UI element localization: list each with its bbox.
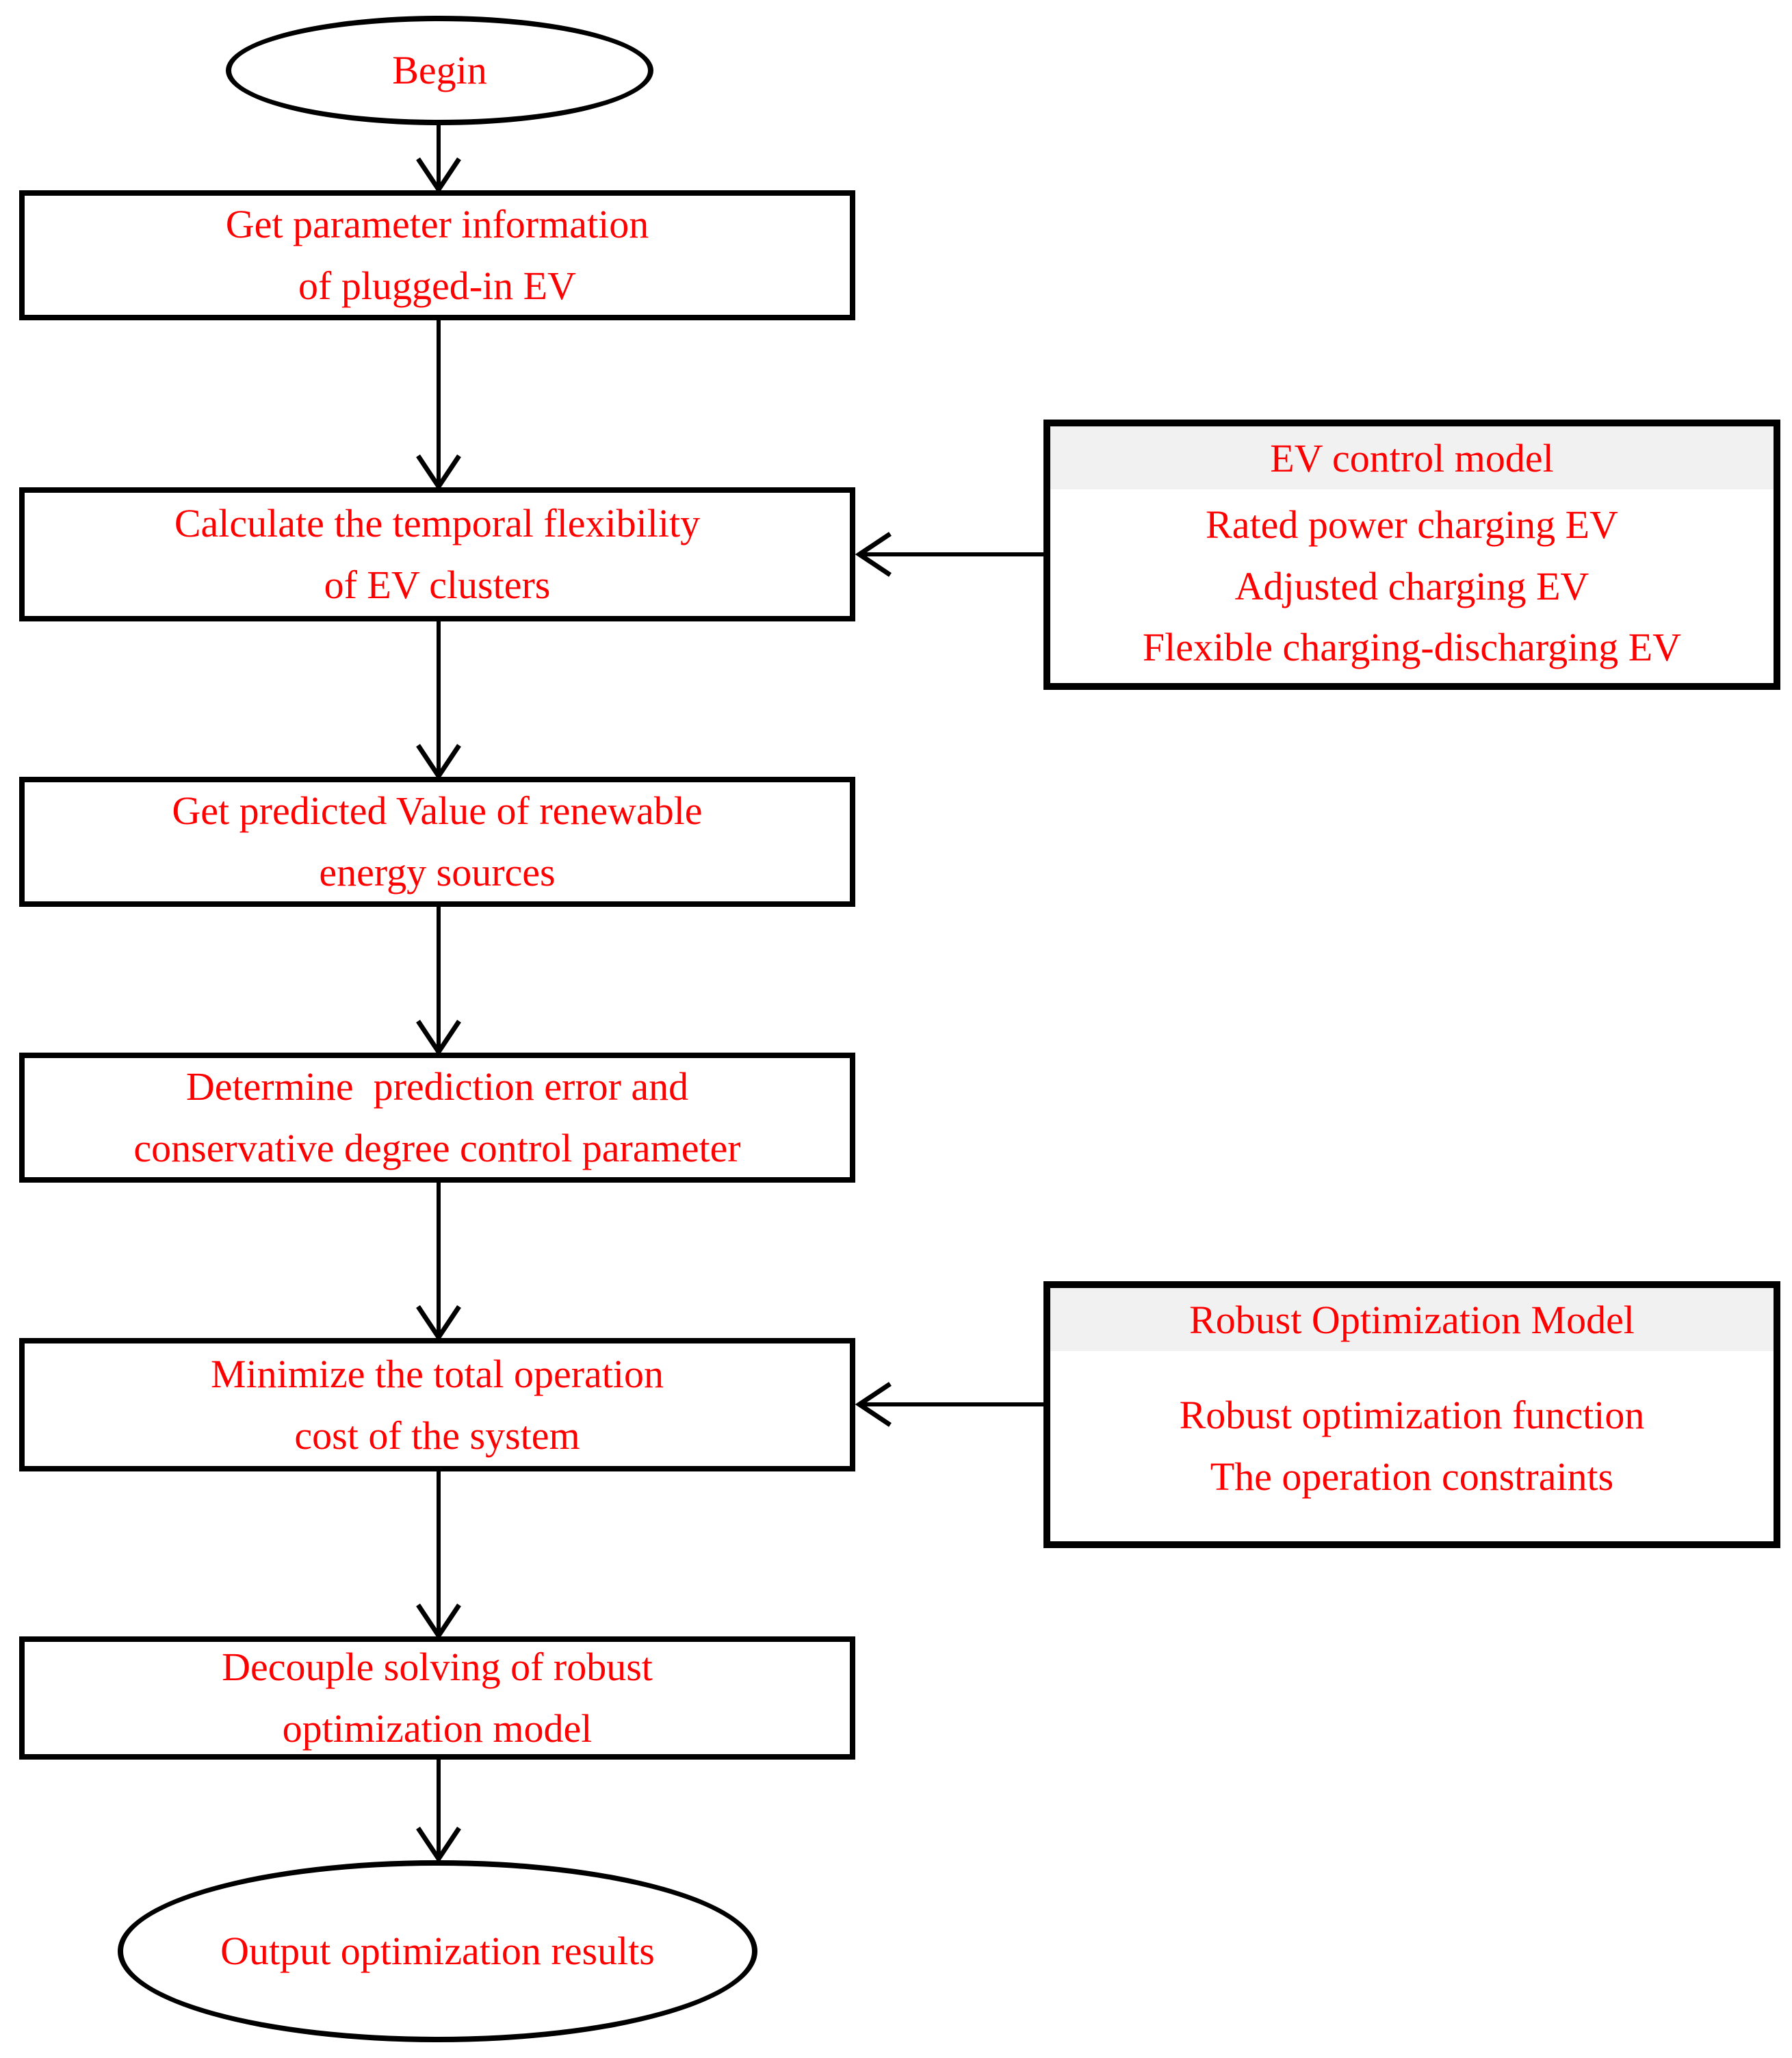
side-panel-robust-optimization-model: Robust Optimization Model Robust optimiz… [1043,1281,1780,1548]
arrow-step1-to-step2 [416,319,461,491]
step-get-predicted-value: Get predicted Value of renewable energy … [19,777,855,907]
panel-body: Robust optimization function The operati… [1179,1393,1645,1499]
terminator-output-label: Output optimization results [220,1929,655,1974]
step-minimize-cost: Minimize the total operation cost of the… [19,1338,855,1471]
panel-title: EV control model [1050,426,1774,489]
arrow-step3-to-step4 [416,905,461,1057]
terminator-begin: Begin [226,16,653,125]
arrow-begin-to-step1 [416,123,461,194]
step-label: Determine prediction error and conservat… [133,1064,741,1170]
step-label: Minimize the total operation cost of the… [211,1351,664,1458]
arrow-robust-panel-to-step5 [855,1382,1043,1427]
step-determine-prediction-error: Determine prediction error and conservat… [19,1053,855,1183]
arrow-step5-to-step6 [416,1470,461,1641]
arrow-ev-panel-to-step2 [855,532,1043,577]
arrow-step6-to-end [416,1758,461,1864]
arrow-step4-to-step5 [416,1181,461,1342]
step-get-parameter-info: Get parameter information of plugged-in … [19,190,855,320]
step-label: Decouple solving of robust optimization … [222,1645,653,1751]
panel-title: Robust Optimization Model [1050,1288,1774,1351]
arrow-step2-to-step3 [416,620,461,781]
step-label: Calculate the temporal flexibility of EV… [174,501,701,607]
terminator-begin-label: Begin [392,48,487,93]
step-label: Get parameter information of plugged-in … [225,202,649,308]
step-calculate-flexibility: Calculate the temporal flexibility of EV… [19,487,855,621]
side-panel-ev-control-model: EV control model Rated power charging EV… [1043,420,1780,690]
step-label: Get predicted Value of renewable energy … [172,788,703,895]
terminator-output: Output optimization results [118,1860,757,2042]
panel-body: Rated power charging EV Adjusted chargin… [1142,502,1682,670]
step-decouple-solving: Decouple solving of robust optimization … [19,1636,855,1760]
